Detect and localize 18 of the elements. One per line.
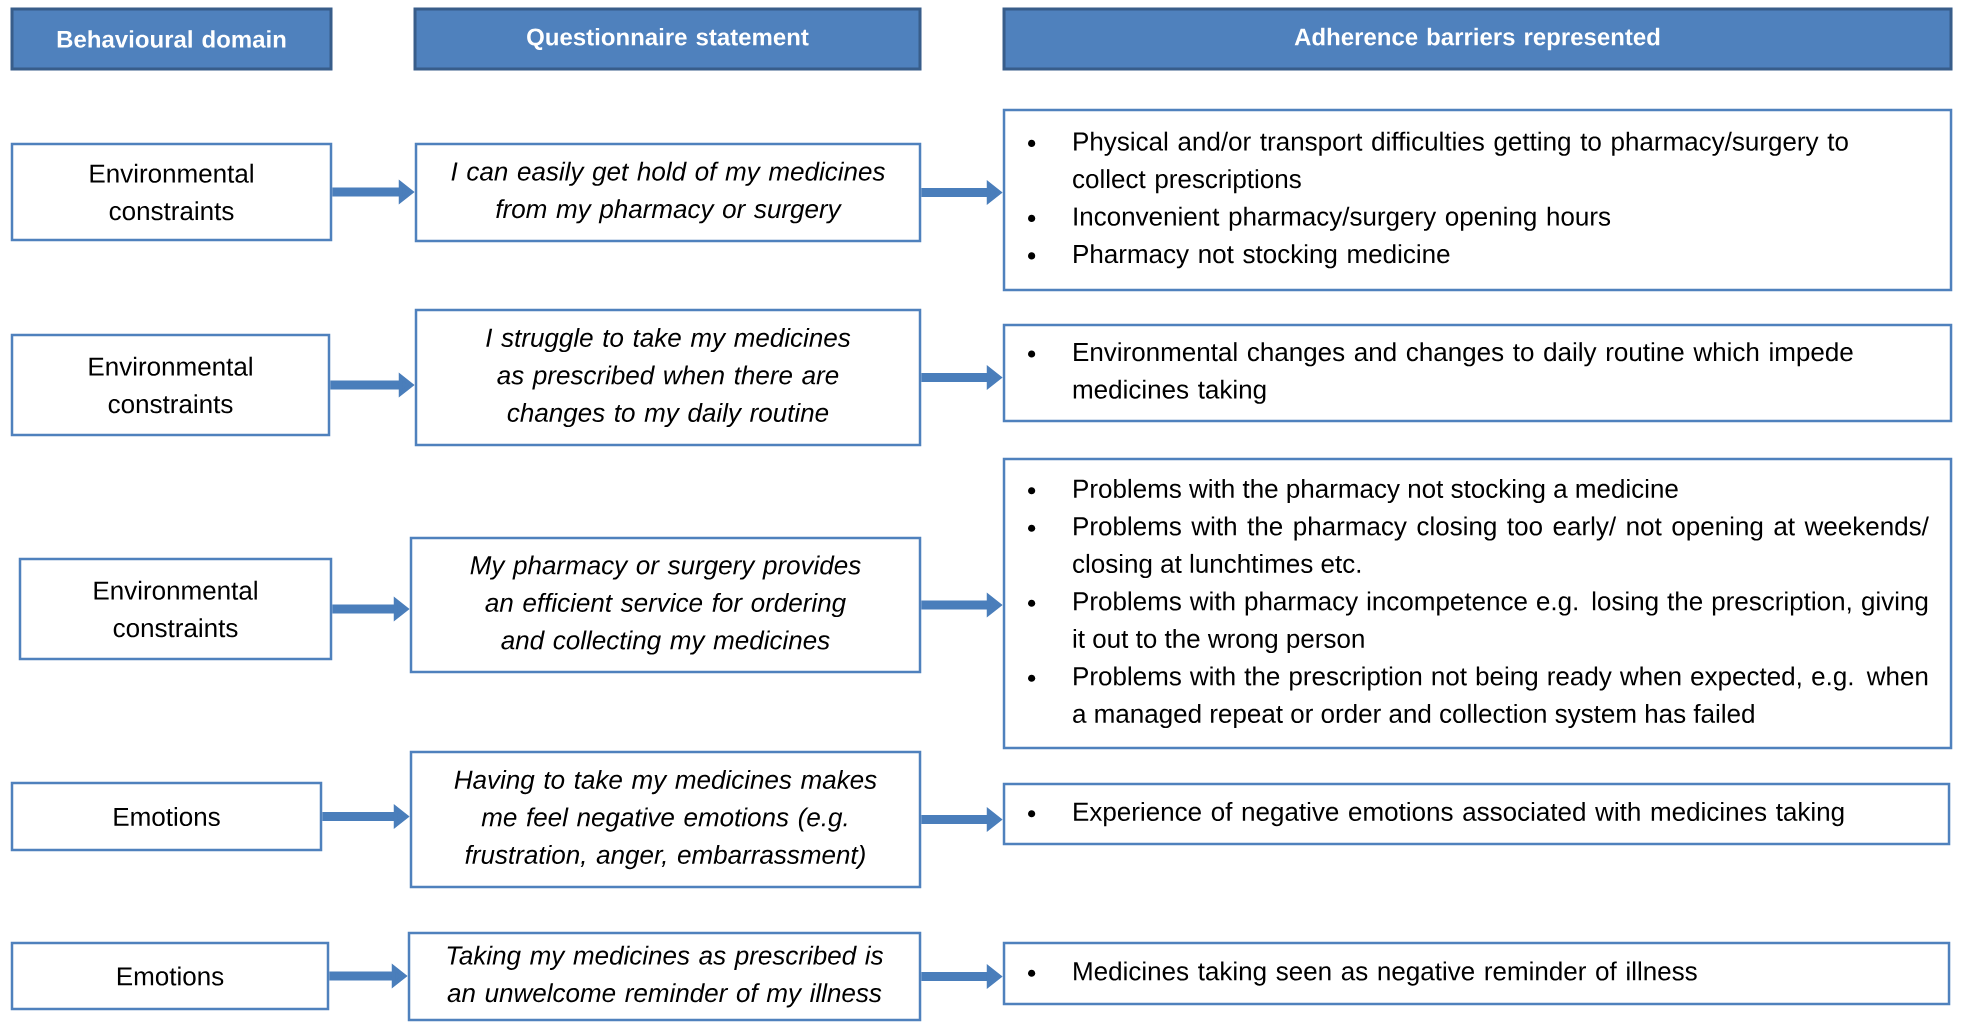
domain-box: Environmental constraints <box>10 142 333 242</box>
barrier-list-box: Experience of negative emotions associated with medicines taking <box>1002 782 1951 846</box>
domain-box: Environmental constraints <box>10 333 331 437</box>
statement-box: Taking my medicines as prescribed is an unwelcome reminder of my illness <box>407 931 922 1022</box>
barrier-list-box: Medicines taking seen as negative reminder of illness <box>1002 941 1951 1006</box>
domain-box: Emotions <box>10 941 330 1011</box>
header-box: Questionnaire statement <box>413 7 922 71</box>
statement-box: I can easily get hold of my medicines from my pharmacy or surgery <box>414 142 922 243</box>
domain-box: Emotions <box>10 781 323 852</box>
statement-box: Having to take my medicines makes me feel negative emotions (e.g. frustration, anger, embarrassment) <box>409 750 922 889</box>
statement-box: I struggle to take my medicines as prescribed when there are changes to my daily routine <box>414 308 922 447</box>
header-box: Adherence barriers represented <box>1002 7 1953 71</box>
barrier-list-box: Environmental changes and changes to daily routine which impede medicines taking <box>1002 323 1953 423</box>
statement-box: My pharmacy or surgery provides an efficient service for ordering and collecting my medicines <box>409 536 922 674</box>
domain-box: Environmental constraints <box>18 557 333 661</box>
barrier-list-box: Physical and/or transport difficulties getting to pharmacy/surgery to collect prescriptions Inconvenient pharmacy/surgery opening hours Pharmacy not stocking medicine <box>1002 108 1953 292</box>
barrier-list-box: Problems with the pharmacy not stocking a medicine Problems with the pharmacy closing too early/ not opening at weekends/ closing at lunchtimes etc. Problems with pharmacy incompetence e.g. losing the prescription, giving it out to the wrong person Problems with the prescription not being ready when expected, e.g. when a managed repeat or order and collection system has failed <box>1002 457 1953 750</box>
header-box: Behavioural domain <box>10 7 333 71</box>
